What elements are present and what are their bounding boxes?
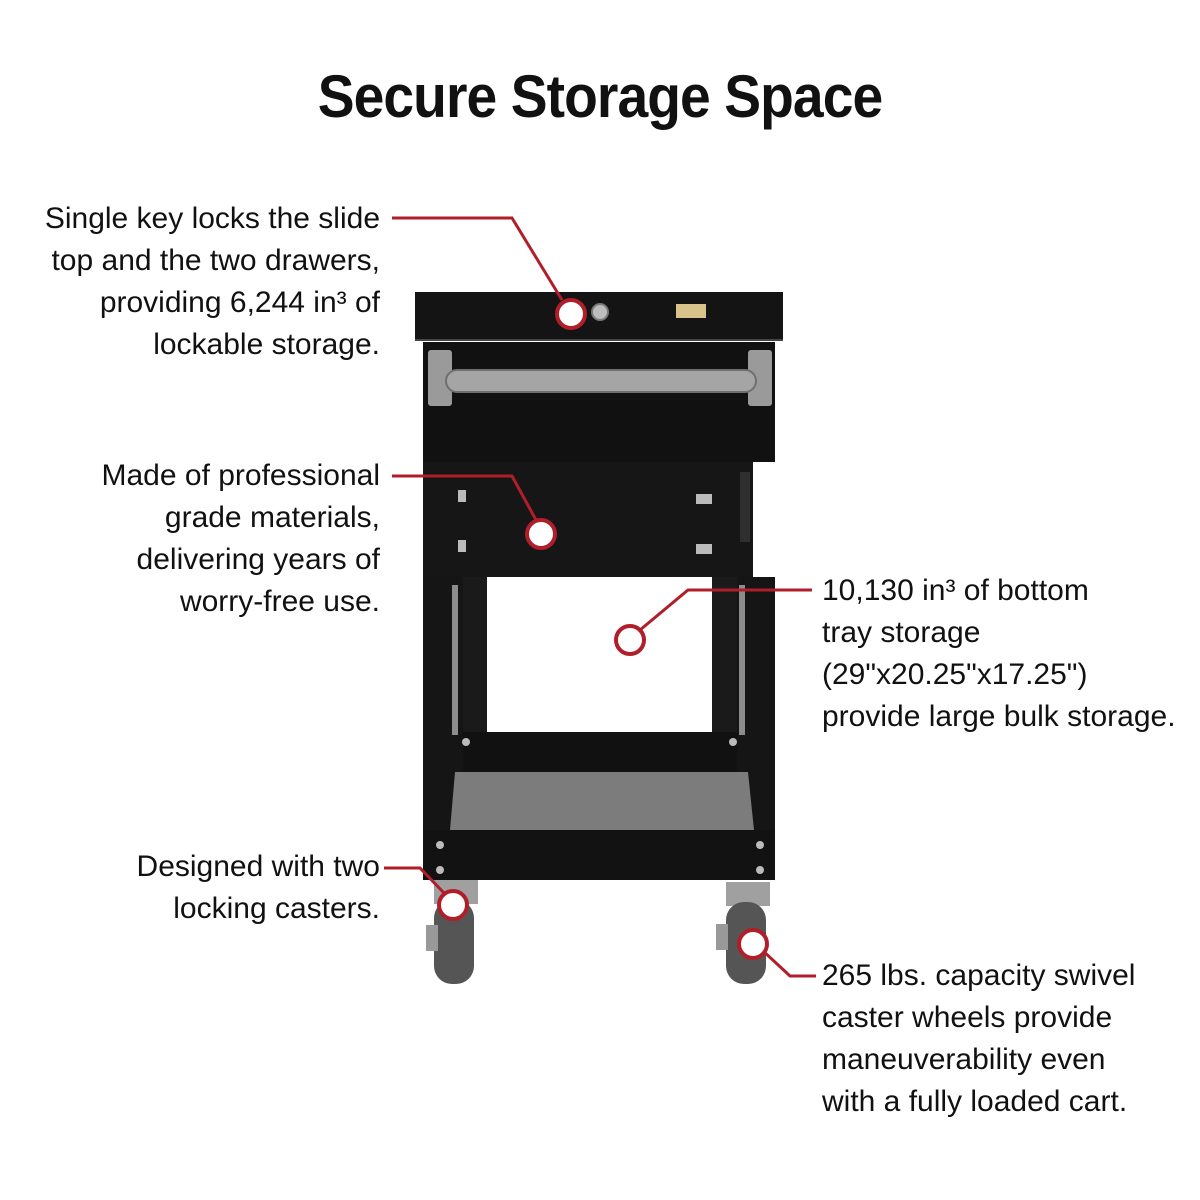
- page-title: Secure Storage Space: [317, 63, 883, 130]
- materials-callout-line: Made of professional: [101, 459, 381, 492]
- tray-callout-line: (29"x20.25"x17.25"): [822, 658, 1088, 691]
- tray-marker: [614, 624, 646, 656]
- casters-leader-line: [384, 866, 446, 895]
- middle-drawer: [423, 462, 753, 577]
- casters-callout: Designed with two locking casters.: [137, 846, 380, 930]
- capacity-callout: 265 lbs. capacity swivel caster wheels p…: [822, 955, 1135, 1123]
- capacity-callout-line: 265 lbs. capacity swivel: [822, 959, 1136, 992]
- capacity-leader-line: [760, 948, 816, 978]
- top-drawer: [423, 342, 775, 462]
- tray-callout-line: 10,130 in³ of bottom: [822, 574, 1089, 607]
- capacity-callout-line: caster wheels provide: [822, 1001, 1113, 1034]
- lock-callout-line: lockable storage.: [153, 328, 380, 361]
- materials-callout-line: delivering years of: [136, 543, 380, 576]
- lock-callout-line: Single key locks the slide: [44, 202, 380, 235]
- lock-leader-line: [392, 216, 564, 301]
- bottom-tray: [463, 732, 737, 772]
- lock-marker: [555, 298, 587, 330]
- tray-callout-line: tray storage: [822, 616, 981, 649]
- casters-callout-line: locking casters.: [173, 892, 380, 925]
- lock-callout-line: top and the two drawers,: [51, 244, 380, 277]
- capacity-callout-line: maneuverability even: [822, 1043, 1106, 1076]
- tray-callout-line: provide large bulk storage.: [822, 700, 1176, 733]
- capacity-callout-line: with a fully loaded cart.: [822, 1085, 1128, 1118]
- materials-callout-line: worry-free use.: [179, 585, 380, 618]
- drawer-handle: [445, 369, 757, 393]
- capacity-marker: [737, 928, 769, 960]
- casters-callout-line: Designed with two: [136, 850, 380, 883]
- label-plate: [676, 304, 706, 318]
- casters-marker: [437, 889, 469, 921]
- materials-callout-line: grade materials,: [164, 501, 380, 534]
- lock-cylinder: [591, 303, 609, 321]
- lock-callout: Single key locks the slide top and the t…: [45, 198, 380, 366]
- materials-callout: Made of professional grade materials, de…: [102, 455, 381, 623]
- tray-callout: 10,130 in³ of bottom tray storage (29"x2…: [822, 570, 1176, 738]
- lock-callout-line: providing 6,244 in³ of: [99, 286, 380, 319]
- materials-leader-line: [392, 474, 538, 521]
- materials-marker: [525, 518, 557, 550]
- tray-leader-line: [639, 588, 812, 632]
